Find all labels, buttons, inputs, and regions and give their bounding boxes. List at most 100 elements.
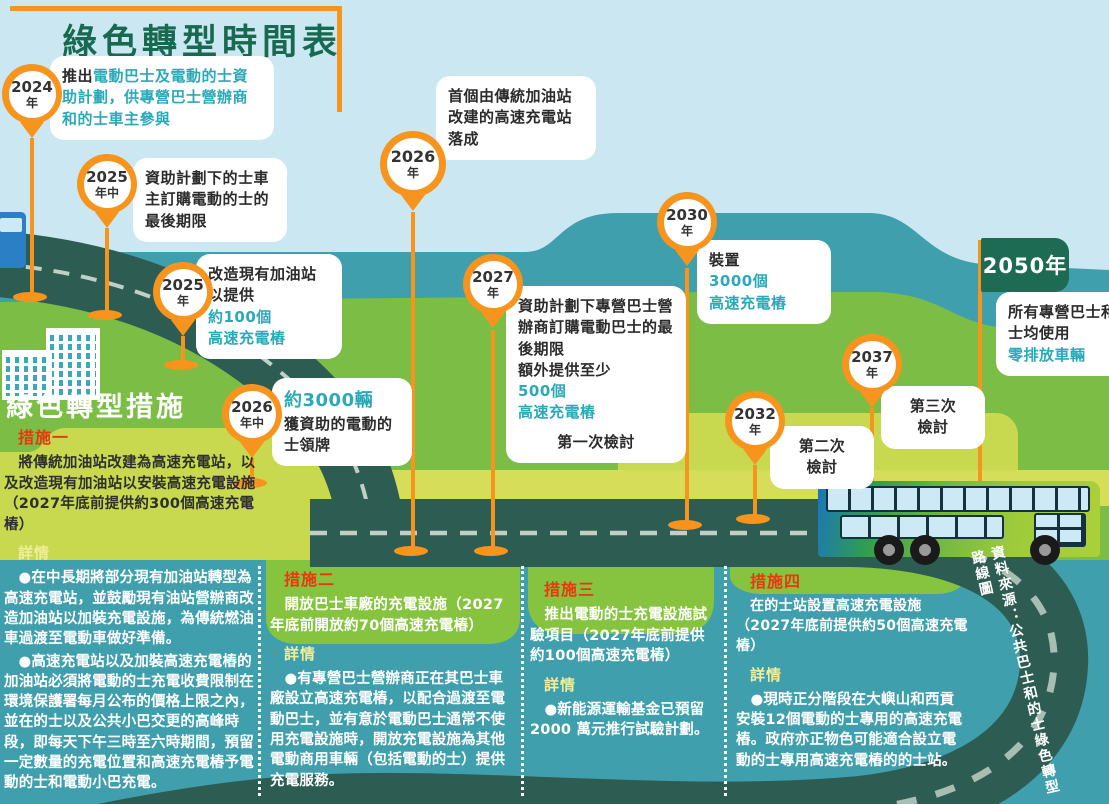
pin-2026mid-year: 2026	[231, 397, 273, 416]
pin-base-2030	[668, 520, 702, 530]
card-2025mid-text: 資助計劃下的士車主訂購電動的士的最後期限	[145, 169, 270, 230]
pin-2032-suffix: 年	[748, 422, 761, 437]
bus-wheel	[910, 535, 940, 565]
pin-base-2025mid	[88, 310, 122, 320]
card-2026-text: 首個由傳統加油站改建的高速充電站落成	[448, 87, 573, 148]
blue-bus-icon	[0, 212, 26, 268]
pin-2026mid: 2026 年中	[222, 384, 282, 444]
pin-2024-suffix: 年	[25, 95, 38, 110]
card-2025-highlight: 約100個 高速充電樁	[208, 307, 286, 347]
dotted-separator	[724, 566, 727, 796]
card-2026: 首個由傳統加油站改建的高速充電站落成	[436, 76, 596, 160]
pin-2037: 2037 年	[842, 334, 902, 394]
card-2027: 資助計劃下專營巴士營辦商訂購電動巴士的最後期限 額外提供至少 500個 高速充電…	[506, 286, 686, 464]
card-2025-plain: 改造現有加油站以提供	[208, 265, 317, 305]
measure-1-details-label: 詳情	[18, 544, 51, 563]
card-2032: 第二次 檢討	[770, 426, 874, 489]
dotted-separator	[521, 566, 524, 796]
card-2025mid: 資助計劃下的士車主訂購電動的士的最後期限	[133, 158, 287, 242]
pin-2030-suffix: 年	[680, 223, 693, 238]
pin-2030-year: 2030	[666, 205, 708, 224]
card-2050: 所有專營巴士和的士均使用 零排放車輛	[996, 292, 1109, 376]
measure-1-summary: 將傳統加油站改建為高速充電站，以及改造現有加油站以安裝高速充電設施（2027年底…	[4, 455, 256, 533]
road-upper-left-dashes	[0, 262, 374, 531]
measures-section-title: 綠色轉型措施	[6, 392, 186, 423]
measure-1: 措施一 將傳統加油站改建為高速充電站，以及改造現有加油站以安裝高速充電設施（20…	[4, 424, 260, 796]
measure-1-detail: ●在中長期將部分現有加油站轉型為高速充電站，並鼓勵現有油站營辦商改造加油站以加裝…	[4, 570, 254, 648]
pin-2026-year: 2026	[390, 147, 436, 166]
pin-stem-2026	[411, 212, 415, 552]
pin-2025-year: 2025	[162, 275, 204, 294]
pin-2026: 2026 年	[380, 131, 446, 197]
flag-pole-2050	[978, 240, 982, 500]
measure-4-summary: 在的士站設置高速充電設施（2027年底前提供約50個高速充電樁）	[736, 598, 968, 654]
pin-2026mid-head: 2026 年中	[222, 384, 282, 444]
pin-2025-label: 2025 年	[159, 268, 207, 316]
pin-2025-head: 2025 年	[153, 262, 213, 322]
pin-2026mid-label: 2026 年中	[228, 390, 276, 438]
pin-2025: 2025 年	[153, 262, 213, 322]
card-2025: 改造現有加油站以提供 約100個 高速充電樁	[196, 254, 342, 360]
building-icon	[2, 350, 52, 400]
pin-2025mid-suffix: 年中	[94, 185, 119, 200]
card-2026mid-highlight: 約3000輛	[284, 390, 374, 411]
pin-2026mid-suffix: 年中	[239, 415, 264, 430]
title-frame-right	[337, 6, 342, 112]
pin-stem-2025mid	[105, 228, 109, 316]
pin-stem-2025	[181, 336, 185, 366]
pin-2032-year: 2032	[734, 404, 776, 423]
pin-base-2026	[394, 546, 428, 556]
measure2-background	[266, 560, 520, 644]
measure-2-summary: 開放巴士車廠的充電設施（2027年底前開放約70個高速充電樁）	[270, 597, 504, 634]
pin-2026-suffix: 年	[406, 166, 419, 180]
pin-base-2025	[164, 360, 198, 370]
card-2024-plain: 推出	[62, 67, 94, 85]
pin-2027-year: 2027	[472, 267, 514, 286]
road-curve-dashes	[849, 529, 1058, 804]
card-2030-highlight: 3000個 高速充電樁	[709, 272, 787, 312]
card-2026mid: 約3000輛 獲資助的電動的士領牌	[272, 378, 412, 467]
pin-2025mid-label: 2025 年中	[83, 160, 131, 208]
measure-3-details-label: 詳情	[544, 675, 577, 694]
card-2027-highlight: 500個 高速充電樁	[518, 382, 596, 422]
pin-2030-head: 2030 年	[657, 192, 717, 252]
measure-4-title: 措施四	[750, 572, 802, 591]
pin-2025mid-head: 2025 年中	[77, 154, 137, 214]
measure-4: 措施四 在的士站設置高速充電設施（2027年底前提供約50個高速充電樁） 詳情 …	[736, 568, 968, 773]
pin-base-2032	[736, 514, 770, 524]
pin-2037-head: 2037 年	[842, 334, 902, 394]
measure3-background	[528, 560, 714, 634]
card-2027-note: 第一次檢討	[557, 432, 635, 451]
pin-stem-2030	[685, 268, 689, 526]
bus-upper-windows	[826, 486, 1090, 512]
measure-4-detail: ●現時正分階段在大嶼山和西貢安裝12個電動的士專用的高速充電樁。政府亦正物色可能…	[736, 691, 963, 769]
pin-2025mid: 2025 年中	[77, 154, 137, 214]
measure-1-title: 措施一	[18, 428, 70, 447]
building-icon	[46, 328, 100, 400]
pin-2025mid-year: 2025	[86, 167, 128, 186]
measure-4-details-label: 詳情	[750, 665, 783, 684]
measure-3-summary: 推出電動的士充電設施試驗項目（2027年底前提供約100個高速充電樁）	[530, 607, 708, 665]
double-decker-bus	[818, 481, 1100, 565]
pin-2037-label: 2037 年	[848, 340, 896, 388]
pin-2032-label: 2032 年	[731, 397, 779, 445]
pin-2030: 2030 年	[657, 192, 717, 252]
pin-2032-head: 2032 年	[725, 391, 785, 451]
pin-2027: 2027 年	[463, 254, 523, 314]
measure-1-detail: ●高速充電站以及加裝高速充電樁的加油站必須將電動的士充電收費限制在環境保護署每月…	[4, 653, 254, 792]
flag-2050: 2050年	[981, 238, 1069, 292]
pin-stem-2027	[491, 330, 495, 552]
card-2024-highlight: 電動巴士及電動的士資助計劃，供專營巴士營辦商和的士車主參與	[62, 67, 249, 128]
dotted-separator	[258, 566, 261, 796]
measure-3-detail: ●新能源運輸基金已預留 2000 萬元推行試驗計劃。	[530, 701, 709, 739]
pin-2032: 2032 年	[725, 391, 785, 451]
measure-2-details-label: 詳情	[284, 645, 317, 664]
measure-2-title: 措施二	[284, 570, 336, 589]
pin-2027-suffix: 年	[486, 285, 499, 300]
pin-stem-2026mid	[250, 458, 254, 484]
card-2050-highlight: 零排放車輛	[1008, 345, 1086, 364]
pin-stem-2024	[30, 138, 34, 298]
title-frame-top	[10, 6, 342, 11]
pin-2037-year: 2037	[851, 347, 893, 366]
pin-2026-label: 2026 年	[387, 138, 439, 190]
